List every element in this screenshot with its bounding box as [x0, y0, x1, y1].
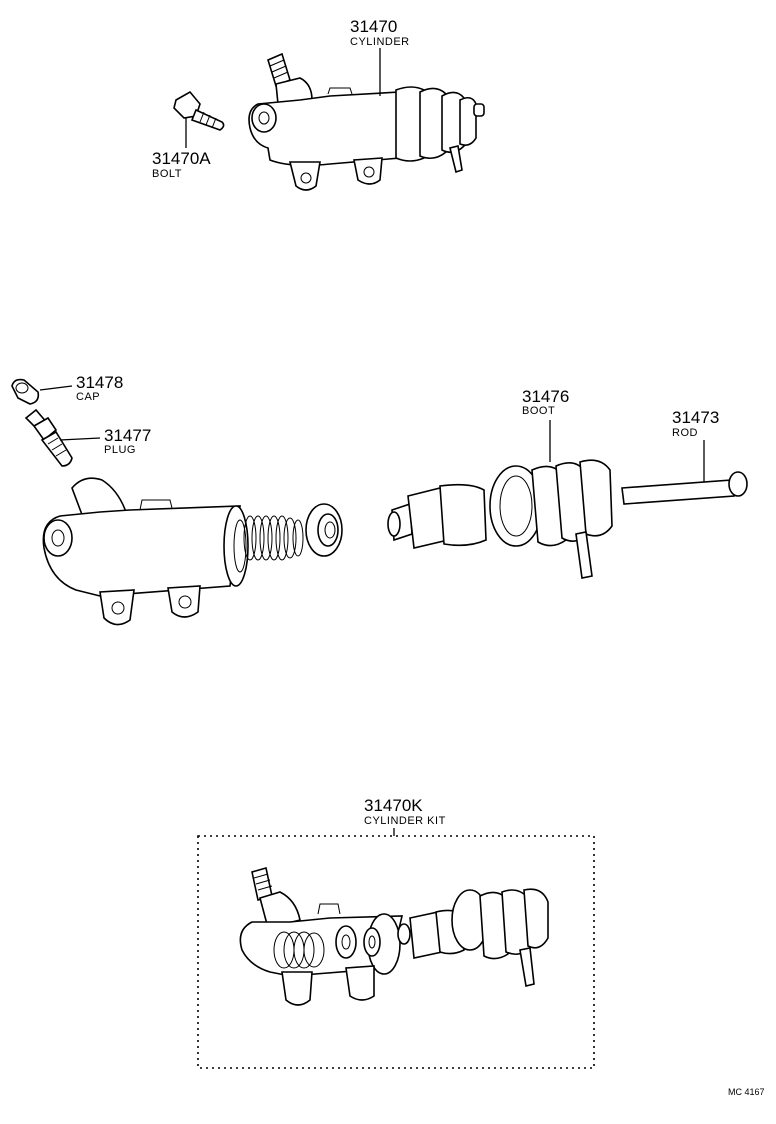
- cylinder-part-name: CYLINDER: [350, 36, 410, 48]
- rod-illustration: [621, 440, 748, 505]
- rod-part-number: 31473: [672, 408, 719, 427]
- bolt-illustration: [173, 90, 225, 148]
- kit-part-name: CYLINDER KIT: [364, 815, 446, 827]
- cylinder-body-illustration: [42, 477, 249, 626]
- boot-part-name: BOOT: [522, 405, 555, 417]
- cup-illustration: [305, 503, 343, 557]
- cylinder-part-number: 31470: [350, 17, 397, 36]
- spring-illustration: [243, 515, 304, 561]
- boot-part-number: 31476: [522, 387, 569, 406]
- piston-illustration: [387, 483, 487, 549]
- cap-illustration: [11, 378, 73, 405]
- plug-illustration: [24, 408, 101, 467]
- assembled-cylinder-illustration: [248, 48, 485, 191]
- rod-part-name: ROD: [672, 427, 698, 439]
- kit-contents-illustration: [239, 866, 549, 1006]
- plug-part-number: 31477: [104, 426, 151, 445]
- bolt-part-number: 31470A: [152, 149, 211, 168]
- cap-part-name: CAP: [76, 391, 100, 403]
- cap-part-number: 31478: [76, 373, 123, 392]
- boot-illustration: [489, 420, 613, 579]
- kit-part-number: 31470K: [364, 796, 423, 815]
- drawing-code: MC 4167: [728, 1087, 765, 1097]
- plug-part-name: PLUG: [104, 444, 136, 456]
- kit-boundary: [197, 828, 595, 1069]
- bolt-part-name: BOLT: [152, 168, 182, 180]
